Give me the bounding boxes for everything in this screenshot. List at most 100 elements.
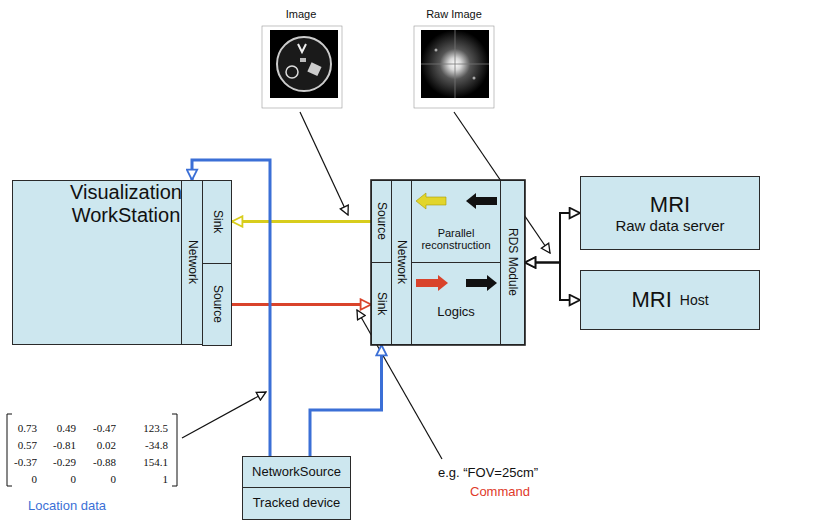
connector — [232, 220, 371, 223]
matrix-cell: 0 — [71, 473, 77, 485]
network-column: Network — [181, 180, 203, 345]
matrix-cell: -34.8 — [145, 439, 168, 451]
matrix-cell: 0.02 — [97, 439, 116, 451]
matrix-cell: 123.5 — [143, 422, 168, 434]
connector — [310, 345, 382, 456]
image-frame — [262, 26, 342, 108]
server-name: MRI — [631, 287, 671, 312]
connector — [525, 263, 580, 301]
box-label: Source — [375, 202, 389, 240]
box-label: Sink — [375, 292, 389, 315]
caption: Location data — [28, 498, 106, 513]
phantom-disc — [286, 66, 298, 78]
server-role: Host — [680, 292, 709, 308]
connector — [192, 160, 270, 456]
matrix-cell-holder: 0 — [70, 469, 116, 487]
matrix-cell-holder: 154.1 — [122, 452, 168, 470]
matrix-cell-holder: -0.88 — [70, 452, 116, 470]
connector — [525, 213, 580, 263]
device-box: Tracked device — [242, 487, 351, 520]
process-box: Logics — [411, 262, 501, 345]
k-space-dot — [473, 77, 476, 80]
box-label: Tracked device — [253, 496, 341, 511]
matrix-cell-holder: -0.47 — [70, 418, 116, 436]
phantom-block — [300, 58, 306, 62]
image-caption-holder: Image — [286, 4, 317, 22]
source-cell: Source — [371, 180, 392, 263]
matrix-cell: -0.88 — [93, 456, 116, 468]
sink-cell: Sink — [202, 180, 232, 264]
matrix-cell: 0 — [111, 473, 117, 485]
flow-arrow — [466, 275, 497, 291]
matrix-cell: -0.81 — [53, 439, 76, 451]
box-label: Sink — [210, 210, 224, 233]
matrix-cell: -0.37 — [14, 456, 37, 468]
matrix-cell-holder: 0.57 — [0, 435, 37, 453]
connector — [232, 303, 371, 306]
caption-holder: Command — [470, 482, 530, 500]
server-role: Raw data server — [615, 217, 724, 234]
flow-arrow — [416, 275, 448, 291]
flow-arrow — [466, 193, 497, 209]
matrix-cell: 1 — [163, 473, 169, 485]
module-column: RDS Module — [500, 180, 525, 345]
matrix-cell-holder: 0.73 — [0, 418, 37, 436]
box-label: Visualization WorkStation — [46, 181, 206, 227]
module-outline — [371, 180, 525, 345]
matrix-cell-holder: 1 — [122, 469, 168, 487]
matrix-bracket — [7, 414, 12, 486]
phantom-outline — [277, 37, 331, 91]
caption: Command — [470, 484, 530, 499]
image-ground — [270, 30, 338, 98]
command-example-holder: e.g. “FOV=25cm” — [438, 463, 538, 481]
box-label: Logics — [437, 305, 475, 320]
leader-line — [182, 392, 266, 438]
box-label: NetworkSource — [252, 465, 341, 480]
workstation-box: Network SinkSource Visualization WorkStati… — [12, 180, 232, 345]
reconstructed-image — [262, 26, 342, 108]
network-column: Network — [391, 180, 412, 345]
sink-cell: Sink — [371, 262, 392, 345]
box-label: Network — [395, 240, 409, 284]
server-box: MRIRaw data server — [580, 176, 760, 250]
matrix-cell-holder: 0 — [0, 469, 37, 487]
matrix-cell: 0.57 — [18, 439, 37, 451]
server-box: MRI Host — [580, 270, 760, 330]
device-box: NetworkSource — [242, 456, 351, 488]
matrix-bracket — [172, 414, 177, 486]
image-caption: Image — [286, 8, 317, 20]
matrix-cell: 0.73 — [18, 422, 37, 434]
matrix-cell: -0.29 — [53, 456, 76, 468]
matrix-cell: 0.49 — [57, 422, 76, 434]
caption-holder: Location data — [28, 496, 106, 514]
matrix-cell-holder: 0.02 — [70, 435, 116, 453]
server-name: MRI — [650, 192, 690, 217]
k-space-dot — [435, 49, 438, 52]
box-label: Network — [185, 240, 199, 284]
k-space-ground — [421, 30, 489, 98]
matrix-cell: -0.47 — [93, 422, 116, 434]
command-example: e.g. “FOV=25cm” — [438, 465, 538, 480]
source-cell: Source — [202, 263, 232, 346]
phantom-mark — [298, 44, 306, 52]
k-space-streak — [455, 30, 456, 98]
raw-image — [414, 26, 494, 108]
matrix-cell-holder: -0.37 — [0, 452, 37, 470]
box-label: RDS Module — [506, 228, 520, 296]
box-label: Source — [210, 285, 224, 323]
phantom-block — [307, 62, 321, 76]
flow-arrow — [416, 193, 446, 209]
leader-line — [300, 112, 348, 215]
image-caption-holder: Raw Image — [426, 4, 482, 22]
process-box: Parallel reconstruction — [411, 180, 501, 263]
matrix-cell: 0 — [32, 473, 38, 485]
matrix-cell-holder: -34.8 — [122, 435, 168, 453]
matrix-cell: 154.1 — [143, 456, 168, 468]
image-caption: Raw Image — [426, 8, 482, 20]
box-label: Parallel reconstruction — [414, 227, 498, 252]
matrix-cell-holder: 123.5 — [122, 418, 168, 436]
image-frame — [414, 26, 494, 108]
